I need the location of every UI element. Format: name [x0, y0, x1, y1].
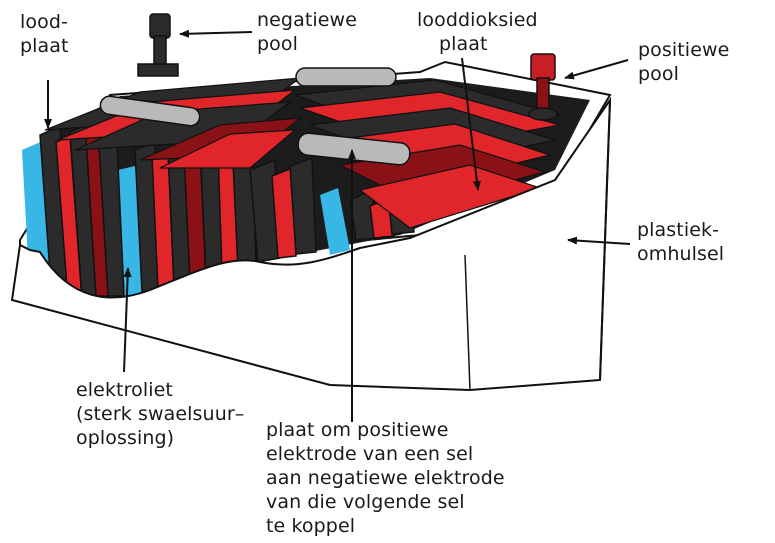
connector-bar: [99, 95, 201, 127]
connector-bar: [295, 67, 397, 87]
arrow-lead-dioxide-plate: [461, 57, 481, 191]
label-connector-plate: plaat om positiewe elektrode van een sel…: [266, 419, 505, 537]
casing-right-side: [599, 99, 611, 381]
arrow-positive-pole: [564, 59, 629, 80]
label-positive-pole: positiewe pool: [638, 39, 730, 85]
plate-tops-right: [294, 79, 561, 229]
arrow-plastic-casing: [567, 236, 631, 245]
electrolyte-right: [320, 188, 350, 255]
label-electrolyte: elektroliet (sterk swaelsuur– oplossing): [76, 379, 245, 449]
casing-front-corner: [464, 254, 471, 391]
negative-pole: [137, 13, 179, 77]
label-lead-plate: lood- plaat: [20, 11, 69, 57]
casing-front-wall: [10, 96, 612, 392]
label-lead-dioxide-plate: looddioksied plaat: [417, 9, 538, 55]
label-plastic-casing: plastiek- omhulsel: [637, 219, 725, 265]
arrow-negative-pole: [179, 29, 253, 38]
arrow-electrolyte: [123, 267, 132, 373]
leader-lines: [44, 29, 631, 422]
casing-bottom-edge: [11, 299, 331, 386]
positive-pole: [528, 53, 558, 121]
label-negative-pole: negatiewe pool: [257, 9, 357, 55]
